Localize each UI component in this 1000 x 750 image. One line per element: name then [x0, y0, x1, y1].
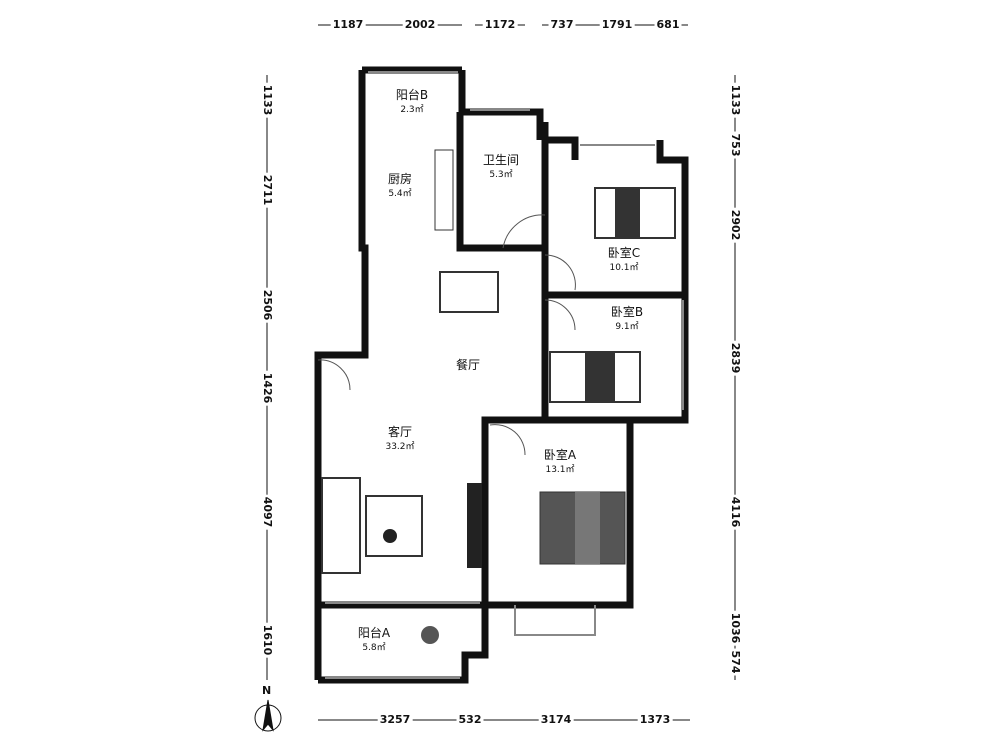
room-bedroom-b: 卧室B 9.1㎡	[611, 305, 643, 335]
dim-bottom-2: 532	[456, 713, 484, 726]
room-name: 卫生间	[482, 153, 520, 167]
doors	[317, 214, 576, 456]
room-name: 卧室C	[607, 246, 641, 260]
dim-top-2: 2002	[402, 18, 438, 31]
compass-icon	[254, 699, 282, 732]
room-balcony-b: 阳台B 2.3㎡	[396, 88, 428, 118]
dim-right-5: 4116	[729, 494, 742, 530]
dim-left-1: 1133	[261, 82, 274, 118]
room-name: 卧室B	[610, 305, 644, 319]
dim-right-2: 753	[729, 131, 742, 159]
dim-left-6: 1610	[261, 622, 274, 658]
dim-left-4: 1426	[261, 370, 274, 406]
dim-right-3: 2902	[729, 207, 742, 243]
compass-north-label: N	[262, 684, 272, 697]
dim-top-6: 681	[654, 18, 682, 31]
room-area: 5.3㎡	[489, 170, 513, 180]
dim-top-4: 737	[548, 18, 576, 31]
dim-left-2: 2711	[261, 172, 274, 208]
dim-right-4: 2839	[729, 340, 742, 376]
dim-left-5: 4097	[261, 494, 274, 530]
dim-right-1: 1133	[729, 82, 742, 118]
windows	[325, 71, 684, 679]
dim-top-5: 1791	[599, 18, 635, 31]
room-bedroom-c: 卧室C 10.1㎡	[608, 246, 640, 276]
room-area: 10.1㎡	[609, 263, 639, 273]
furniture	[321, 149, 676, 644]
dim-bottom-4: 1373	[637, 713, 673, 726]
dim-right-6: 1036	[729, 610, 742, 646]
walls	[314, 66, 689, 684]
room-area: 2.3㎡	[400, 105, 424, 115]
room-name: 阳台B	[395, 88, 429, 102]
dim-top-3: 1172	[482, 18, 518, 31]
room-dining: 餐厅	[456, 358, 480, 373]
room-name: 卧室A	[543, 448, 577, 462]
dim-left-3: 2506	[261, 287, 274, 323]
room-bedroom-a: 卧室A 13.1㎡	[544, 448, 576, 478]
dim-bottom-3: 3174	[538, 713, 574, 726]
room-area: 5.8㎡	[362, 643, 386, 653]
dimension-lines	[266, 24, 736, 721]
room-kitchen: 厨房 5.4㎡	[388, 172, 412, 202]
room-bathroom: 卫生间 5.3㎡	[483, 153, 519, 183]
room-name: 客厅	[387, 425, 413, 439]
room-name: 厨房	[387, 172, 413, 186]
room-area: 9.1㎡	[615, 322, 639, 332]
room-living: 客厅 33.2㎡	[385, 425, 414, 455]
dim-bottom-1: 3257	[377, 713, 413, 726]
dim-top-1: 1187	[330, 18, 366, 31]
room-balcony-a: 阳台A 5.8㎡	[358, 626, 390, 656]
room-name: 餐厅	[455, 358, 481, 372]
dim-right-7: 574	[729, 648, 742, 676]
room-area: 33.2㎡	[385, 442, 415, 452]
room-area: 13.1㎡	[545, 465, 575, 475]
room-area: 5.4㎡	[388, 189, 412, 199]
room-name: 阳台A	[357, 626, 391, 640]
